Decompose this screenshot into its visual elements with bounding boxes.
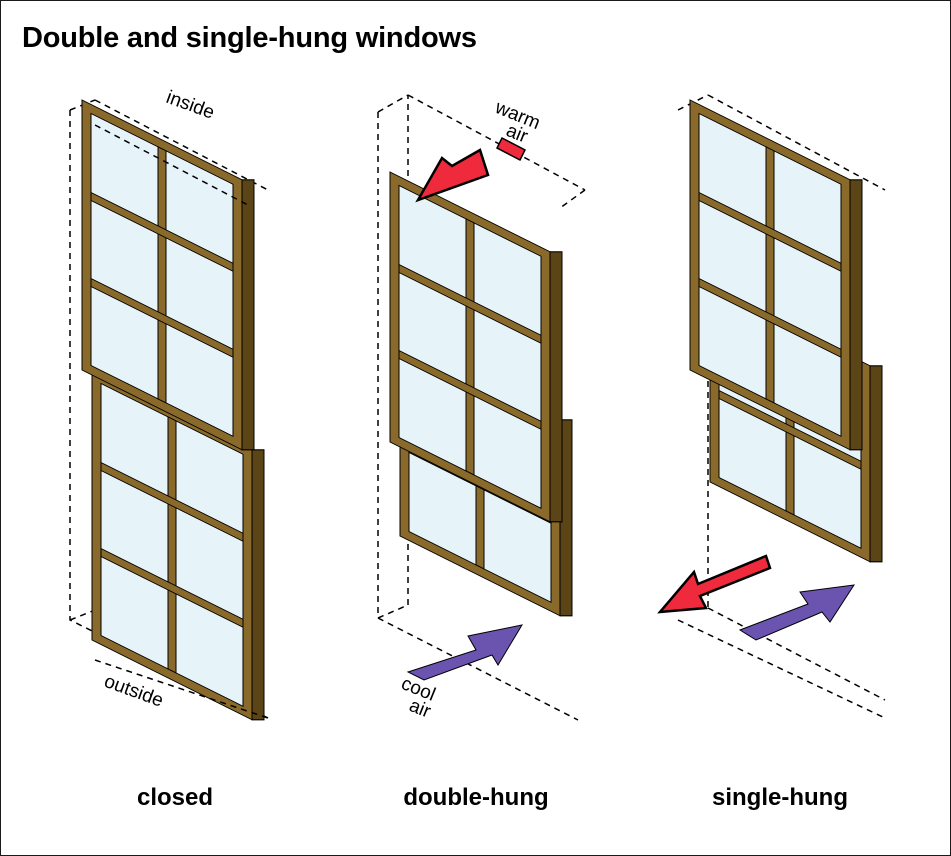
page-title: Double and single-hung windows: [22, 22, 477, 54]
outside-label: outside: [101, 671, 166, 712]
double-hung-window: warm air cool air: [377, 94, 586, 723]
caption-double-hung: double-hung: [403, 784, 549, 811]
inside-label: inside: [163, 87, 217, 124]
caption-closed: closed: [136, 784, 214, 811]
single-hung-opening-outline: [677, 94, 886, 719]
warm-air-out-arrow: [657, 554, 772, 614]
caption-single-hung: single-hung: [712, 784, 848, 811]
cool-air-in-arrow: [738, 584, 856, 641]
cool-air-arrow: [406, 624, 524, 681]
single-hung-window: [657, 94, 886, 719]
warm-air-arrow: [415, 136, 527, 203]
closed-window: inside outside: [69, 87, 269, 727]
